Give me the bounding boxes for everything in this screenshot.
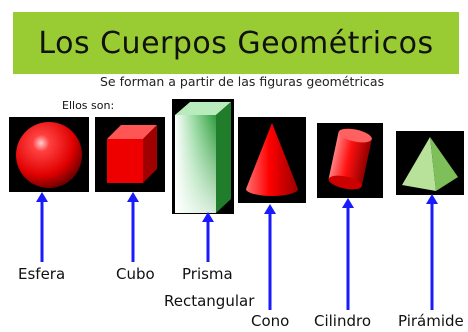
label-prisma: Prisma — [182, 265, 233, 283]
label-cono: Cono — [251, 312, 290, 330]
label-cubo: Cubo — [116, 265, 155, 283]
label-piramide: Pirámide — [398, 312, 464, 330]
rectangular-prism-icon — [172, 99, 234, 214]
cylinder-icon — [328, 128, 372, 190]
label-cilindro: Cilindro — [314, 312, 372, 330]
title-bar: Los Cuerpos Geométricos — [13, 12, 459, 74]
pyramid-figure — [396, 131, 464, 195]
sphere-icon — [16, 122, 82, 188]
label-esfera: Esfera — [18, 265, 66, 283]
cube-icon — [107, 125, 157, 183]
cone-icon — [246, 123, 298, 196]
sphere-figure — [9, 117, 89, 192]
pyramid-icon — [402, 137, 458, 191]
page-subtitle: Se forman a partir de las figuras geomét… — [100, 74, 385, 89]
cone-figure — [238, 117, 306, 203]
intro-text: Ellos son: — [62, 99, 115, 112]
page-title: Los Cuerpos Geométricos — [38, 25, 434, 61]
cube-figure — [95, 117, 165, 192]
label-rectangular: Rectangular — [164, 292, 255, 310]
prism-figure — [172, 99, 234, 214]
cylinder-figure — [317, 123, 383, 198]
